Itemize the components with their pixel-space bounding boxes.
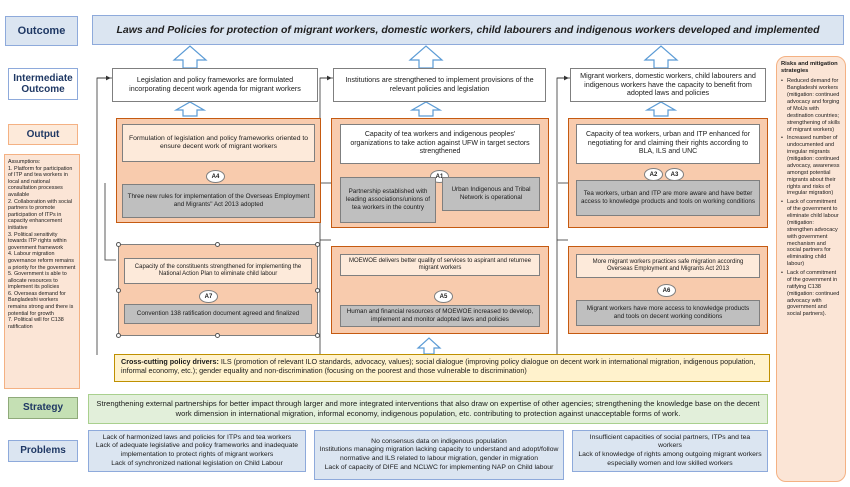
- row-label-intermediate-outcome: Intermediate Outcome: [8, 68, 78, 100]
- resize-handle[interactable]: [116, 333, 121, 338]
- activity-badge-a4: A4: [206, 170, 225, 183]
- resize-handle[interactable]: [116, 242, 121, 247]
- strategy-statement: Strengthening external partnerships for …: [88, 394, 768, 424]
- assumptions-title: Assumptions:: [8, 159, 41, 165]
- output-sub-col2-bottom: Human and financial resources of MOEWOE …: [340, 305, 540, 327]
- output-title-col1-bottom: Capacity of the constituents strengthene…: [124, 258, 312, 284]
- row-label-problems: Problems: [8, 440, 78, 462]
- activity-badge-a3: A3: [665, 168, 684, 181]
- row-label-strategy: Strategy: [8, 397, 78, 419]
- risk-item: Increased number of undocumented and irr…: [781, 135, 841, 197]
- assumption-item: 2. Collaboration with social partners to…: [8, 198, 73, 231]
- risk-item: Lack of commitment of the government in …: [781, 270, 841, 318]
- resize-handle[interactable]: [116, 288, 121, 293]
- output-sub-col1-top: Three new rules for implementation of th…: [122, 184, 315, 218]
- assumption-item: 5. Government is able to allocate resour…: [8, 271, 67, 291]
- output-title-col1-top: Formulation of legislation and policy fr…: [122, 124, 315, 162]
- cross-cutting-text: ILS (promotion of relevant ILO standards…: [121, 357, 756, 376]
- resize-handle[interactable]: [315, 242, 320, 247]
- output-title-col2-top: Capacity of tea workers and indigenous p…: [340, 124, 540, 164]
- resize-handle[interactable]: [315, 288, 320, 293]
- problem-box-3: Insufficient capacities of social partne…: [572, 430, 768, 472]
- cross-cutting-drivers: Cross-cutting policy drivers: ILS (promo…: [114, 354, 770, 382]
- output-sub-col1-bottom: Convention 138 ratification document agr…: [124, 304, 312, 324]
- output-sub-col2-top-left: Partnership established with leading ass…: [340, 177, 436, 223]
- cross-cutting-label: Cross-cutting policy drivers:: [121, 357, 219, 366]
- intermediate-outcome-2: Institutions are strengthened to impleme…: [333, 68, 546, 102]
- output-sub-col2-top-right: Urban Indigenous and Tribal Network is o…: [442, 177, 540, 211]
- risks-list: Reduced demand for Bangladeshi workers (…: [781, 78, 841, 318]
- risk-item: Lack of commitment of the government to …: [781, 199, 841, 268]
- risks-title: Risks and mitigation strategies: [781, 61, 838, 75]
- risks-panel: Risks and mitigation strategies Reduced …: [776, 56, 846, 482]
- assumption-item: 6. Overseas demand for Bangladeshi worke…: [8, 290, 74, 317]
- assumption-item: 3. Political sensitivity towards ITP rig…: [8, 231, 67, 251]
- output-sub-col3-top: Tea workers, urban and ITP are more awar…: [576, 180, 760, 216]
- intermediate-outcome-3: Migrant workers, domestic workers, child…: [570, 68, 766, 102]
- risk-item: Reduced demand for Bangladeshi workers (…: [781, 78, 841, 133]
- problem-box-1: Lack of harmonized laws and policies for…: [88, 430, 306, 472]
- intermediate-outcome-1: Legislation and policy frameworks are fo…: [112, 68, 318, 102]
- row-label-output: Output: [8, 124, 78, 145]
- assumption-item: 4. Labour migration governance reform re…: [8, 251, 76, 271]
- resize-handle[interactable]: [315, 333, 320, 338]
- output-title-col3-top: Capacity of tea workers, urban and ITP e…: [576, 124, 760, 164]
- resize-handle[interactable]: [215, 242, 220, 247]
- resize-handle[interactable]: [215, 333, 220, 338]
- row-label-outcome: Outcome: [5, 16, 78, 46]
- activity-badge-a7: A7: [199, 290, 218, 303]
- output-title-col2-bottom: MOEWOE delivers better quality of servic…: [340, 254, 540, 276]
- assumption-item: 1. Platform for participation of ITP and…: [8, 165, 73, 198]
- activity-badge-a6: A6: [657, 284, 676, 297]
- output-title-col3-bottom: More migrant workers practices safe migr…: [576, 254, 760, 278]
- activity-badge-a5: A5: [434, 290, 453, 303]
- problem-box-2: No consensus data on indigenous populati…: [314, 430, 564, 480]
- assumptions-panel: Assumptions: 1. Platform for participati…: [4, 154, 80, 389]
- output-sub-col3-bottom: Migrant workers have more access to know…: [576, 300, 760, 326]
- assumption-item: 7. Political will for C138 ratification: [8, 317, 64, 330]
- outcome-statement: Laws and Policies for protection of migr…: [92, 15, 844, 45]
